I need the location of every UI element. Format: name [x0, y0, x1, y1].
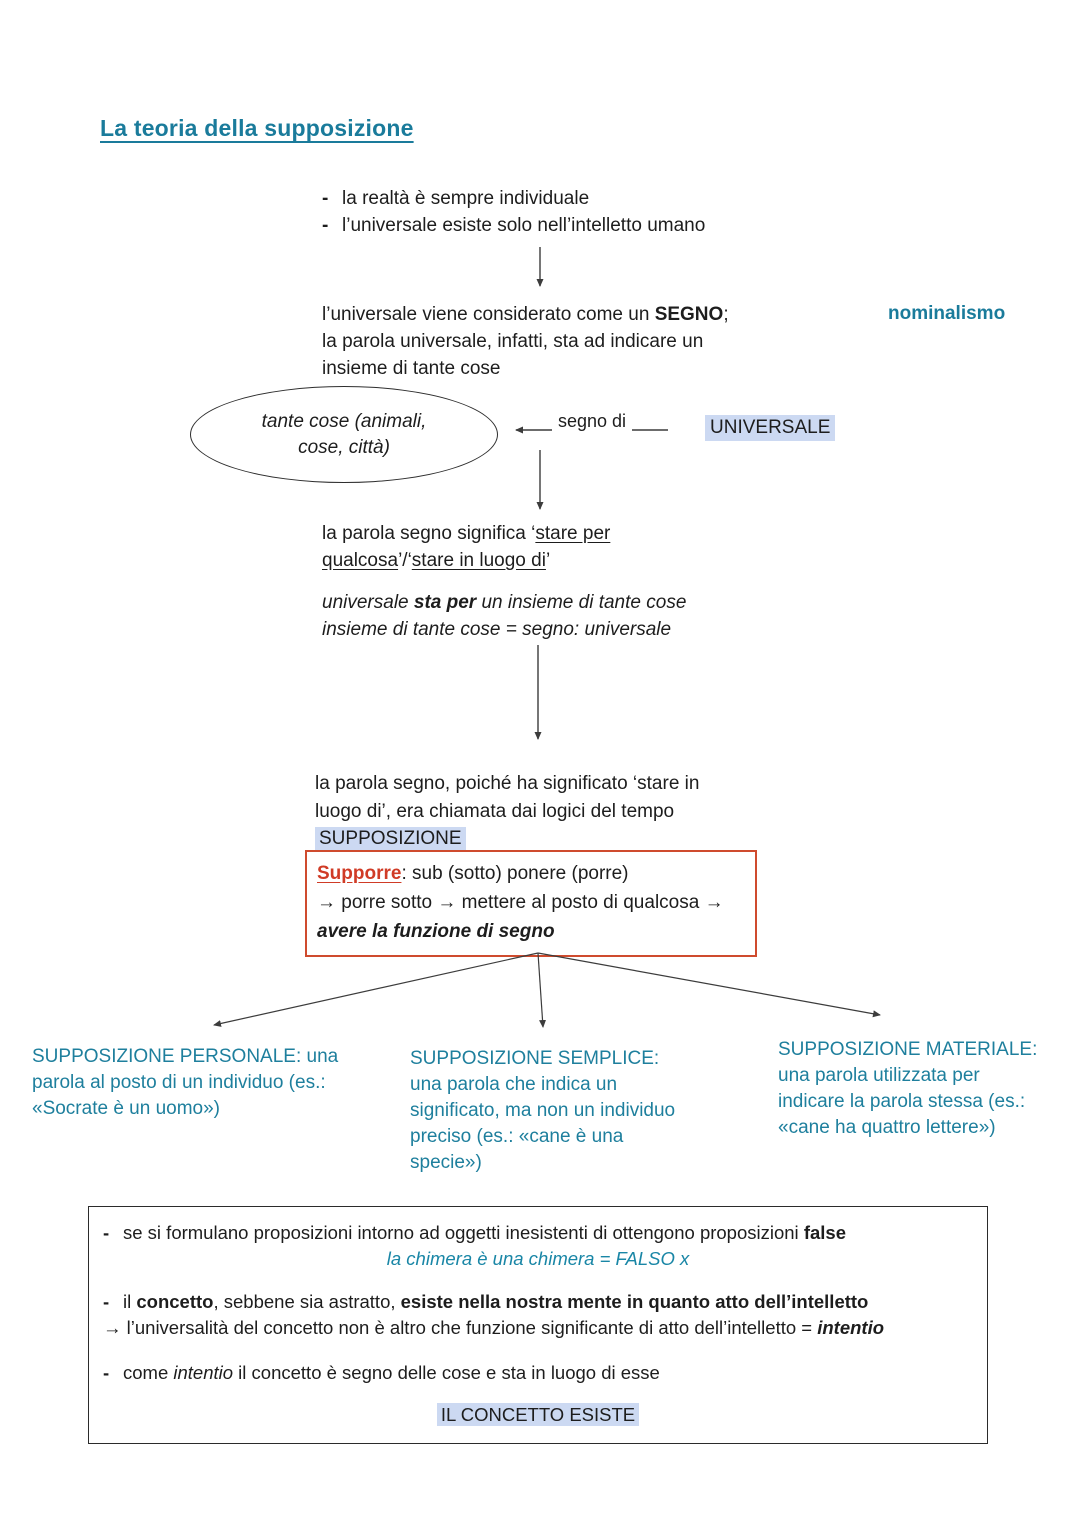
conclusions-box: -se si formulano proposizioni intorno ad… — [88, 1206, 988, 1444]
sign-paragraph-line: l’universale viene considerato come un S… — [322, 304, 729, 325]
segno-meaning-line: la parola segno significa ‘stare per — [322, 523, 611, 544]
sta-per-note: universale sta per un insieme di tante c… — [322, 589, 686, 643]
bullet-dash: - — [103, 1362, 110, 1383]
bullet-dash: - — [322, 188, 329, 209]
page-title: La teoria della supposizione — [100, 115, 414, 142]
branch-line: specie») — [410, 1152, 482, 1173]
chimera-example: la chimera è una chimera = FALSO x — [386, 1248, 690, 1269]
ellipse-line: tante cose (animali, — [261, 410, 427, 432]
supposizione-line: SUPPOSIZIONE — [315, 825, 699, 853]
arrow-branch-right — [537, 952, 881, 1018]
branch-supposizione-semplice: SUPPOSIZIONE SEMPLICE: una parola che in… — [410, 1046, 675, 1176]
branch-line: significato, ma non un individuo — [410, 1100, 676, 1121]
conclusion-item: -come intentio il concetto è segno delle… — [103, 1360, 973, 1386]
branch-line: «cane ha quattro lettere») — [778, 1117, 996, 1138]
supporre-line: Supporre: sub (sotto) ponere (porre) — [317, 863, 629, 884]
premise-item: -l’universale esiste solo nell’intellett… — [322, 212, 705, 239]
segno-meaning-line: qualcosa’/‘stare in luogo di’ — [322, 550, 551, 571]
segno-meaning-paragraph: la parola segno significa ‘stare per qua… — [322, 520, 610, 574]
sign-paragraph: l’universale viene considerato come un S… — [322, 301, 729, 382]
premises-list: -la realtà è sempre individuale -l’unive… — [322, 185, 705, 239]
bullet-dash: - — [322, 215, 329, 236]
branch-supposizione-materiale: SUPPOSIZIONE MATERIALE: una parola utili… — [778, 1037, 1037, 1141]
ellipse-text: tante cose (animali, cose, città) — [262, 409, 427, 461]
bullet-dash: - — [103, 1222, 110, 1243]
supporre-line: avere la funzione di segno — [317, 921, 555, 942]
conclusion-item: -il concetto, sebbene sia astratto, esis… — [103, 1289, 973, 1315]
arrow-branch-left — [213, 952, 539, 1027]
branch-line: preciso (es.: «cane è una — [410, 1126, 624, 1147]
branch-line: «Socrate è un uomo») — [32, 1098, 221, 1119]
sta-per-line: universale sta per un insieme di tante c… — [322, 592, 687, 613]
branch-line: SUPPOSIZIONE SEMPLICE: — [410, 1048, 660, 1069]
conclusion-item: -se si formulano proposizioni intorno ad… — [103, 1220, 973, 1246]
branch-line: indicare la parola stessa (es.: — [778, 1091, 1026, 1112]
sta-per-line: insieme di tante cose = segno: universal… — [322, 619, 672, 640]
supposizione-paragraph: la parola segno, poiché ha significato ‘… — [315, 770, 699, 853]
sign-paragraph-line: insieme di tante cose — [322, 358, 501, 379]
supposizione-line: luogo di’, era chiamata dai logici del t… — [315, 800, 675, 822]
universale-node: UNIVERSALE — [705, 415, 836, 441]
nominalismo-label: nominalismo — [888, 303, 1006, 324]
segno-di-label: segno di — [552, 411, 633, 435]
branch-line: SUPPOSIZIONE MATERIALE: — [778, 1039, 1038, 1060]
branch-line: parola al posto di un individuo (es.: — [32, 1072, 326, 1093]
arrow-branch-middle — [537, 952, 547, 1028]
sign-paragraph-line: la parola universale, infatti, sta ad in… — [322, 331, 704, 352]
branch-supposizione-personale: SUPPOSIZIONE PERSONALE: una parola al po… — [32, 1044, 338, 1122]
concetto-esiste-conclusion: IL CONCETTO ESISTE — [103, 1402, 973, 1428]
branch-line: una parola utilizzata per — [778, 1065, 980, 1086]
branch-line: SUPPOSIZIONE PERSONALE: una — [32, 1046, 339, 1067]
bullet-dash: - — [103, 1291, 110, 1312]
branch-line: una parola che indica un — [410, 1074, 618, 1095]
supposizione-line: la parola segno, poiché ha significato ‘… — [315, 773, 700, 794]
tante-cose-ellipse: tante cose (animali, cose, città) — [190, 386, 498, 483]
supporre-line: → porre sotto → mettere al posto di qual… — [317, 892, 724, 913]
supporre-definition-box: Supporre: sub (sotto) ponere (porre) → p… — [305, 850, 757, 957]
ellipse-line: cose, città) — [298, 436, 390, 458]
intentio-consequence: → l’universalità del concetto non è altr… — [103, 1317, 885, 1338]
premise-item: -la realtà è sempre individuale — [322, 185, 705, 212]
